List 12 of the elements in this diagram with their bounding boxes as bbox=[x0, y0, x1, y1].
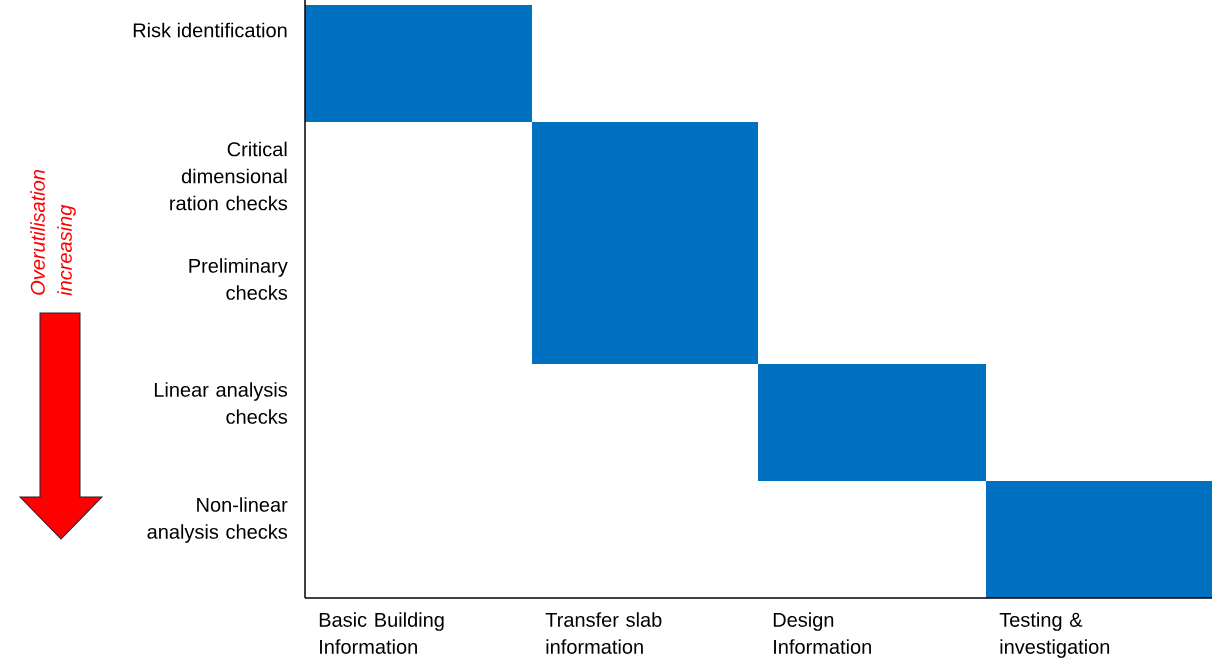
column-label: Design Information bbox=[773, 612, 871, 654]
arrow-caption: Overutilisation increasing bbox=[30, 170, 76, 296]
matrix-block bbox=[305, 5, 532, 122]
row-label: Critical dimensional ration checks bbox=[170, 141, 288, 211]
column-label: Basic Building Information bbox=[319, 612, 444, 654]
matrix-block bbox=[986, 481, 1212, 598]
row-label: Non-linear analysis checks bbox=[147, 497, 288, 543]
row-label: Preliminary checks bbox=[189, 258, 288, 300]
row-label: Linear analysis checks bbox=[154, 382, 288, 424]
matrix-block bbox=[758, 364, 986, 481]
column-label: Transfer slab information bbox=[545, 612, 662, 654]
matrix-block bbox=[532, 122, 758, 364]
